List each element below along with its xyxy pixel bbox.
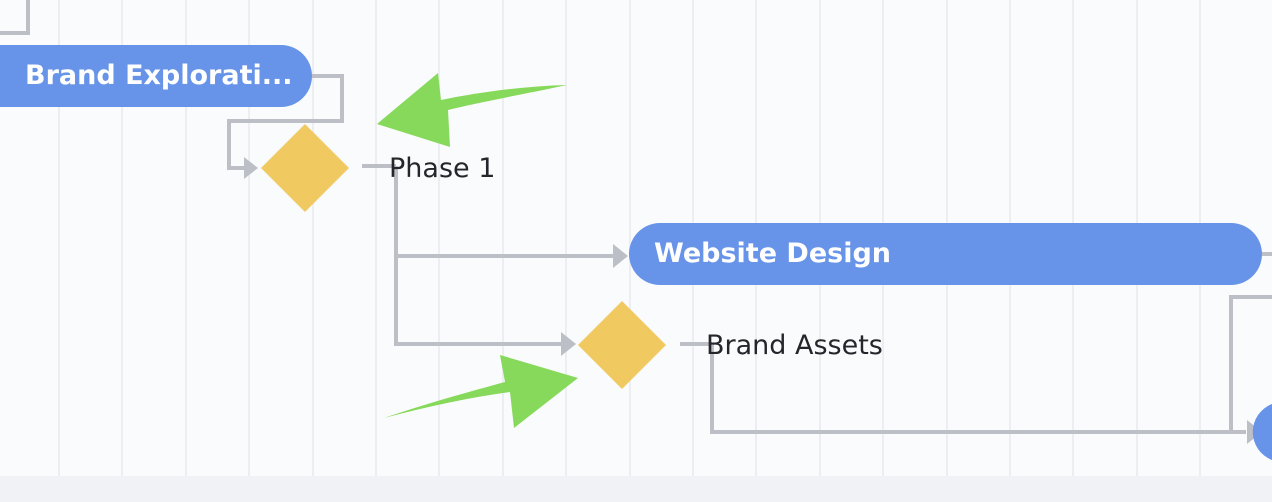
task-bar-next-edge[interactable] bbox=[1252, 404, 1272, 460]
arrowhead bbox=[244, 157, 258, 179]
connector-top-stub bbox=[0, 0, 30, 35]
grid-column-line bbox=[121, 0, 123, 476]
timeline-footer bbox=[0, 476, 1272, 502]
connector-brand-exploration-to-phase-1 bbox=[227, 74, 344, 170]
annotation-arrow-lower bbox=[384, 355, 578, 428]
task-bar-website-design[interactable]: Website Design bbox=[629, 223, 1262, 285]
grid-column-line bbox=[58, 0, 60, 476]
grid-column-line bbox=[185, 0, 187, 476]
grid-column-line bbox=[565, 0, 567, 476]
grid-column-line bbox=[375, 0, 377, 476]
connector-website-design-to-next bbox=[1229, 252, 1272, 432]
arrowhead bbox=[613, 244, 628, 268]
milestone-label-phase-1: Phase 1 bbox=[389, 153, 496, 184]
milestone-diamond-phase-1[interactable] bbox=[261, 124, 349, 212]
grid-column-line bbox=[248, 0, 250, 476]
arrowhead bbox=[561, 332, 576, 356]
grid-column-line bbox=[312, 0, 314, 476]
connector-brand-assets-to-next bbox=[710, 344, 1246, 434]
milestone-diamond-brand-assets[interactable] bbox=[578, 301, 666, 389]
annotation-arrow-upper bbox=[377, 73, 567, 147]
milestone-label-brand-assets: Brand Assets bbox=[706, 330, 883, 361]
grid-column-line bbox=[629, 0, 631, 476]
connector-phase-1-to-brand-assets bbox=[394, 256, 562, 346]
task-bar-brand-exploration[interactable]: Brand Explorati... bbox=[0, 45, 312, 107]
grid-column-line bbox=[438, 0, 440, 476]
grid-column-line bbox=[502, 0, 504, 476]
